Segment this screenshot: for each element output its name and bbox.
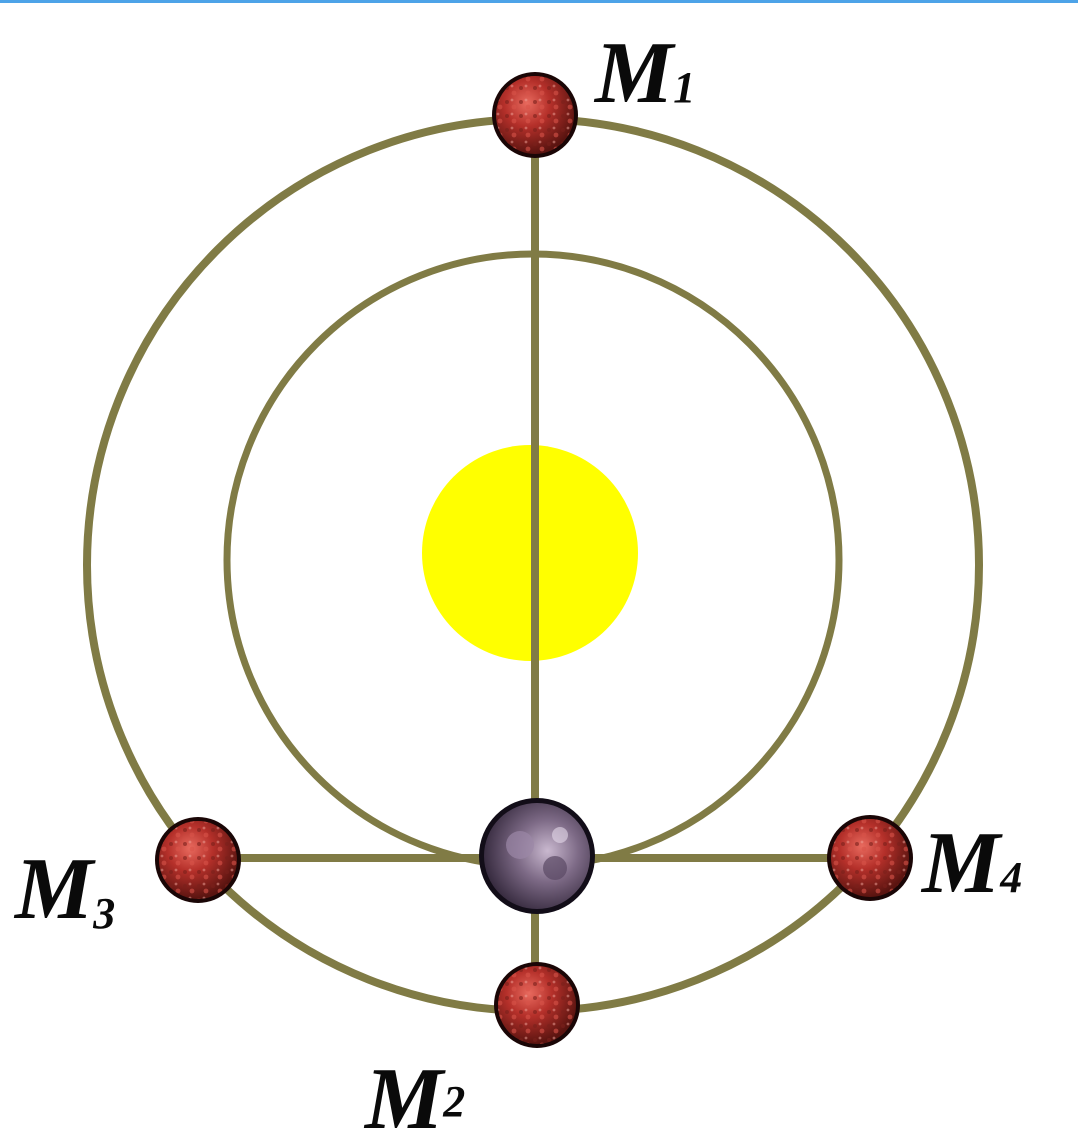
planet-m2 bbox=[494, 962, 580, 1048]
label-m2: M2 bbox=[363, 1051, 465, 1134]
planet-m4 bbox=[827, 815, 913, 901]
label-m2-letter: M bbox=[363, 1051, 446, 1134]
label-m3: M3 bbox=[13, 841, 115, 938]
label-m3-sub: 3 bbox=[92, 889, 115, 938]
planet-m1 bbox=[492, 72, 578, 158]
planet-m3 bbox=[155, 817, 241, 903]
label-m3-letter: M bbox=[13, 841, 96, 938]
label-m1-sub: 1 bbox=[673, 63, 695, 112]
label-m4: M4 bbox=[920, 815, 1022, 912]
label-m4-letter: M bbox=[920, 815, 1003, 912]
label-m1-letter: M bbox=[593, 25, 676, 122]
center-body bbox=[479, 798, 595, 914]
sun bbox=[422, 445, 638, 661]
label-m1: M1 bbox=[593, 25, 695, 122]
label-m2-sub: 2 bbox=[442, 1077, 465, 1126]
label-m4-sub: 4 bbox=[999, 853, 1022, 902]
